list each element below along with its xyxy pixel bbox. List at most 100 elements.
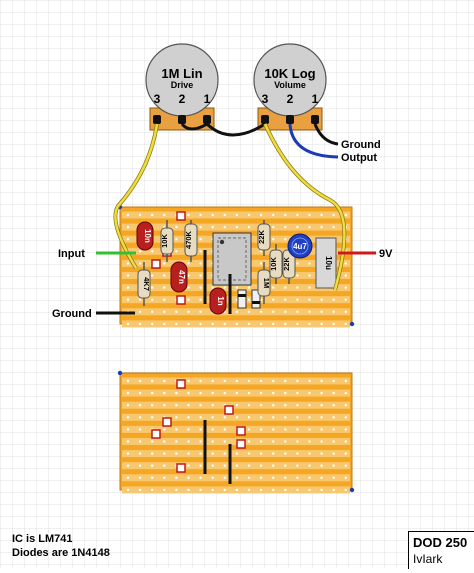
diode[interactable]	[251, 289, 261, 309]
board-hole	[151, 379, 154, 383]
board-hole	[187, 476, 190, 479]
board-hole	[199, 262, 202, 265]
board-hole	[247, 213, 251, 217]
resistor-10k-b[interactable]: 10K	[269, 244, 283, 284]
board-hole	[199, 416, 202, 419]
board-hole	[211, 416, 214, 419]
board-hole	[187, 379, 190, 383]
author-name: IvIark	[413, 552, 443, 566]
volume-pin-3: 3	[262, 92, 269, 106]
board-hole	[163, 404, 166, 407]
board-bottom-holes	[126, 379, 347, 492]
resistor-470k[interactable]: 470K	[184, 220, 198, 262]
capacitor-10u[interactable]: 10u	[315, 237, 337, 289]
board-hole	[199, 238, 202, 241]
diode[interactable]	[237, 289, 247, 309]
board-hole	[296, 379, 299, 383]
board-hole	[296, 310, 299, 313]
board-hole	[187, 274, 190, 277]
board-hole	[187, 416, 190, 419]
capacitor-body	[315, 237, 337, 289]
board-hole	[126, 262, 130, 265]
board-hole	[247, 322, 251, 326]
board-hole	[151, 404, 154, 407]
board-hole	[247, 391, 251, 395]
board-hole	[296, 488, 299, 492]
board-hole	[284, 416, 287, 419]
resistor-10k-a[interactable]: 10K	[160, 220, 174, 262]
board-hole	[296, 416, 299, 419]
board-hole	[235, 225, 239, 229]
board-hole	[138, 391, 142, 395]
board-hole	[211, 440, 214, 443]
board-hole	[199, 428, 202, 431]
electrolytic-4u7[interactable]: 4u7	[287, 233, 313, 259]
board-hole	[272, 452, 275, 455]
drive-pot[interactable]: 1M Lin Drive 3 2 1	[145, 43, 219, 131]
board-hole	[344, 213, 347, 217]
board-hole	[296, 428, 299, 431]
board-hole	[163, 310, 166, 313]
board-hole	[247, 404, 251, 407]
board-hole	[138, 488, 142, 492]
board-hole	[175, 440, 178, 443]
resistor-4k7[interactable]: 4K7	[137, 262, 151, 306]
ic-lm741[interactable]	[212, 232, 252, 286]
resistor-22k-a[interactable]: 22K	[257, 220, 271, 256]
board-hole	[284, 298, 287, 301]
volume-pot[interactable]: 10K Log Volume 3 2 1	[253, 43, 327, 131]
board-hole	[223, 286, 226, 289]
board-hole	[308, 274, 311, 277]
resistor-body	[160, 227, 174, 255]
board-hole	[151, 488, 154, 492]
board-hole	[259, 391, 263, 395]
board-hole	[284, 428, 287, 431]
board-hole	[308, 310, 311, 313]
board-hole	[296, 274, 299, 277]
board-hole	[284, 404, 287, 407]
board-hole	[235, 286, 239, 289]
board-hole	[259, 262, 263, 265]
diode-note: Diodes are 1N4148	[12, 547, 110, 559]
board-hole	[296, 262, 299, 265]
board-hole	[344, 476, 347, 479]
board-hole	[320, 488, 323, 492]
board-hole	[320, 213, 323, 217]
board-hole	[344, 440, 347, 443]
resistor-1m[interactable]: 1M	[257, 262, 271, 304]
board-hole	[272, 298, 275, 301]
volume-pot-name: Volume	[274, 80, 306, 90]
board-hole	[320, 379, 323, 383]
board-hole	[247, 476, 251, 479]
capacitor-10n[interactable]: 10n	[136, 221, 154, 251]
board-hole	[247, 488, 251, 492]
volume-wire	[263, 123, 346, 291]
drive-pin-3: 3	[154, 92, 161, 106]
board-hole	[296, 225, 299, 229]
board-hole	[211, 464, 214, 467]
board-hole	[223, 428, 226, 431]
board-hole	[235, 416, 239, 419]
board-hole	[126, 404, 130, 407]
board-hole	[199, 286, 202, 289]
board-hole	[163, 262, 166, 265]
board-hole	[187, 428, 190, 431]
board-hole	[199, 298, 202, 301]
board-hole	[259, 476, 263, 479]
board-hole	[126, 213, 130, 217]
capacitor-47n[interactable]: 47n	[170, 261, 188, 293]
board-hole	[223, 440, 226, 443]
board-hole	[163, 428, 166, 431]
board-hole	[308, 404, 311, 407]
board-hole	[308, 476, 311, 479]
board-hole	[272, 464, 275, 467]
board-hole	[296, 476, 299, 479]
board-hole	[284, 440, 287, 443]
board-hole	[126, 416, 130, 419]
capacitor-1n[interactable]: 1n	[209, 287, 227, 315]
board-hole	[259, 440, 263, 443]
diode-band	[238, 294, 246, 297]
board-hole	[247, 225, 251, 229]
board-hole	[235, 464, 239, 467]
